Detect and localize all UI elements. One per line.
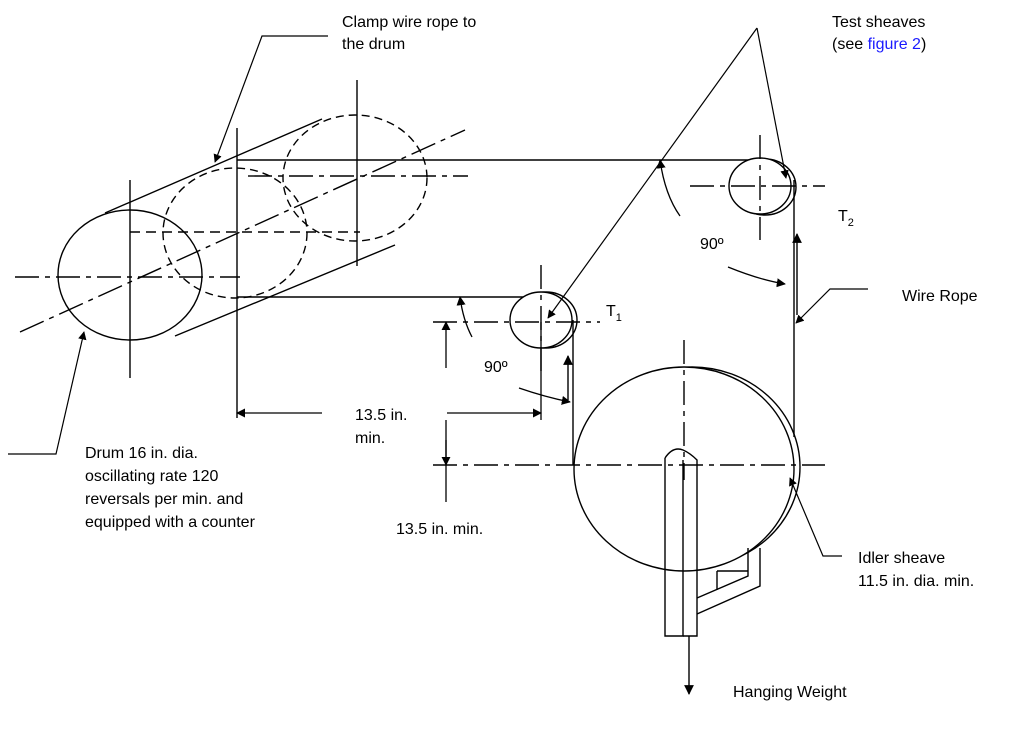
test-sheave-t2 <box>690 135 825 240</box>
drum-label-line4: equipped with a counter <box>85 514 256 531</box>
drum-label-line1: Drum 16 in. dia. <box>85 445 198 462</box>
angle-arcs <box>456 159 786 405</box>
yoke <box>664 448 761 637</box>
drum <box>15 80 468 418</box>
horizontal-dimension-min: min. <box>355 430 385 447</box>
wire-rope <box>237 159 795 465</box>
vertical-dimension-value: 13.5 in. min. <box>396 521 483 538</box>
angle-90-lower: 90º <box>484 359 508 376</box>
test-sheaves-reference: (see figure 2) <box>832 36 926 53</box>
test-sheaves-label: Test sheaves <box>832 14 925 31</box>
idler-sheave <box>433 340 825 572</box>
drum-label-line3: reversals per min. and <box>85 491 243 508</box>
figure-2-link[interactable]: figure 2 <box>868 36 921 53</box>
drum-label-line2: oscillating rate 120 <box>85 468 219 485</box>
clamp-label-line2: the drum <box>342 36 405 53</box>
tension-arrows <box>563 233 802 695</box>
hanging-weight-label: Hanging Weight <box>733 684 847 701</box>
dimension-lines <box>236 321 542 502</box>
idler-label-line1: Idler sheave <box>858 550 945 567</box>
t1-label: T1 <box>606 303 622 324</box>
leader-lines <box>8 27 868 557</box>
horizontal-dimension-value: 13.5 in. <box>355 407 407 424</box>
t2-main: T <box>838 208 848 225</box>
test-sheaves-reference-close: ) <box>921 36 926 53</box>
angle-90-upper: 90º <box>700 236 724 253</box>
wire-rope-label: Wire Rope <box>902 288 978 305</box>
idler-label-line2: 11.5 in. dia. min. <box>858 573 974 590</box>
t1-main: T <box>606 303 616 320</box>
t1-subscript: 1 <box>616 312 622 324</box>
clamp-label-line1: Clamp wire rope to <box>342 14 476 31</box>
t2-label: T2 <box>838 208 854 229</box>
test-sheaves-reference-open: (see <box>832 36 868 53</box>
t2-subscript: 2 <box>848 217 854 229</box>
